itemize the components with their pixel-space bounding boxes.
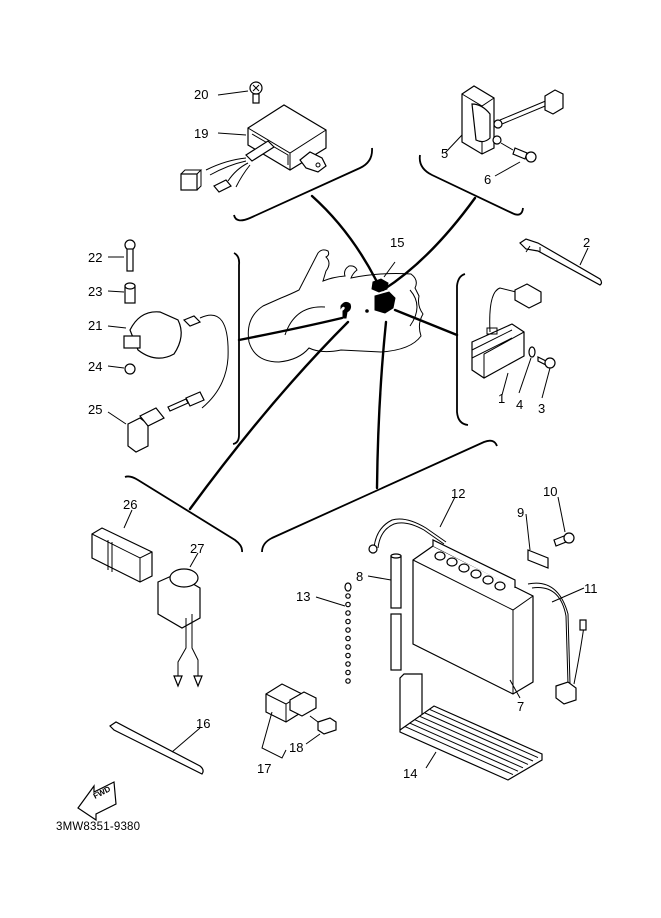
part-19-control-unit xyxy=(180,104,327,193)
callout-6: 6 xyxy=(484,172,492,187)
chain-bead xyxy=(345,610,351,616)
part-13-bead-chain xyxy=(315,582,352,684)
part-10-bolt xyxy=(553,496,575,547)
callout-12: 12 xyxy=(451,486,466,501)
chain-bead xyxy=(345,601,351,608)
chain-bead xyxy=(345,652,351,659)
callout-9: 9 xyxy=(517,505,525,520)
chain-bead xyxy=(345,661,351,667)
chain-bead xyxy=(345,627,351,633)
callout-23: 23 xyxy=(88,284,103,299)
part-18-fuse xyxy=(305,715,337,745)
battery-cell-cap xyxy=(446,557,458,567)
callout-3: 3 xyxy=(538,401,546,416)
part-25-plug-cap xyxy=(107,407,165,453)
battery-cell-cap xyxy=(482,575,494,585)
fwd-arrow-icon xyxy=(77,781,117,822)
callout-22: 22 xyxy=(88,250,103,265)
leader-lines xyxy=(188,194,477,511)
callout-26: 26 xyxy=(123,497,138,512)
part-1-rectifier-regulator xyxy=(471,283,542,396)
holder-rib xyxy=(404,726,514,776)
group-frame-top-right xyxy=(418,154,524,216)
group-frame-top-left xyxy=(233,147,373,222)
callout-5: 5 xyxy=(441,146,449,161)
chain-bead xyxy=(345,669,351,676)
callout-7: 7 xyxy=(517,699,525,714)
part-3-screw xyxy=(537,356,556,399)
part-7-battery xyxy=(412,539,534,699)
group-frame-bottom-left xyxy=(124,475,244,553)
part-12-cable xyxy=(368,496,456,554)
callout-11: 11 xyxy=(584,581,598,596)
group-frame-bottom-right xyxy=(261,439,498,553)
part-9-bracket xyxy=(525,513,549,569)
diagram-reference-code: 3MW8351-9380 xyxy=(56,821,141,833)
callout-2: 2 xyxy=(583,235,591,250)
part-5-starter-relay xyxy=(444,85,564,177)
part-21-ignition-coil xyxy=(107,311,229,412)
motorcycle-outline xyxy=(247,249,424,363)
callout-24: 24 xyxy=(88,359,103,374)
chain-bead xyxy=(345,618,351,625)
chain-bead xyxy=(345,678,351,684)
part-11-cable xyxy=(527,582,587,705)
callout-15: 15 xyxy=(390,235,405,250)
part-16-cable-tie xyxy=(109,721,204,775)
battery-cell-cap xyxy=(458,563,470,573)
group-frame-right xyxy=(456,273,469,426)
holder-rib xyxy=(424,712,534,762)
part-15-relay-block xyxy=(340,261,396,319)
callout-4: 4 xyxy=(516,397,524,412)
part-2-cable-tie xyxy=(519,238,603,286)
part-8-tube xyxy=(367,553,402,671)
callout-19: 19 xyxy=(194,126,209,141)
battery-cell-cap xyxy=(434,551,446,561)
holder-rib xyxy=(409,722,519,772)
chain-bead xyxy=(345,635,351,642)
part-14-battery-holder xyxy=(399,673,543,781)
holder-rib xyxy=(414,719,524,769)
callout-17: 17 xyxy=(257,761,272,776)
part-17-coupler xyxy=(261,683,317,759)
callout-27: 27 xyxy=(190,541,205,556)
part-20-screw xyxy=(217,81,263,104)
chain-bead xyxy=(345,593,351,599)
part-27-sensor xyxy=(157,552,203,688)
battery-cell-cap xyxy=(494,581,506,591)
part-23-collar xyxy=(107,282,136,304)
callout-1: 1 xyxy=(498,391,506,406)
callout-14: 14 xyxy=(403,766,418,781)
callout-16: 16 xyxy=(196,716,211,731)
part-24-nut xyxy=(107,363,136,375)
holder-rib xyxy=(429,709,539,759)
callout-21: 21 xyxy=(88,318,103,333)
holder-rib xyxy=(419,715,529,765)
part-4-washer xyxy=(518,346,536,394)
callout-8: 8 xyxy=(356,569,364,584)
callout-10: 10 xyxy=(543,484,558,499)
chain-bead xyxy=(345,644,351,650)
callout-13: 13 xyxy=(296,589,311,604)
battery-cell-cap xyxy=(470,569,482,579)
callout-18: 18 xyxy=(289,740,304,755)
callout-25: 25 xyxy=(88,402,103,417)
part-26-connector xyxy=(91,509,153,583)
group-frame-left xyxy=(232,252,241,445)
part-22-bolt xyxy=(108,239,136,272)
callout-20: 20 xyxy=(194,87,209,102)
